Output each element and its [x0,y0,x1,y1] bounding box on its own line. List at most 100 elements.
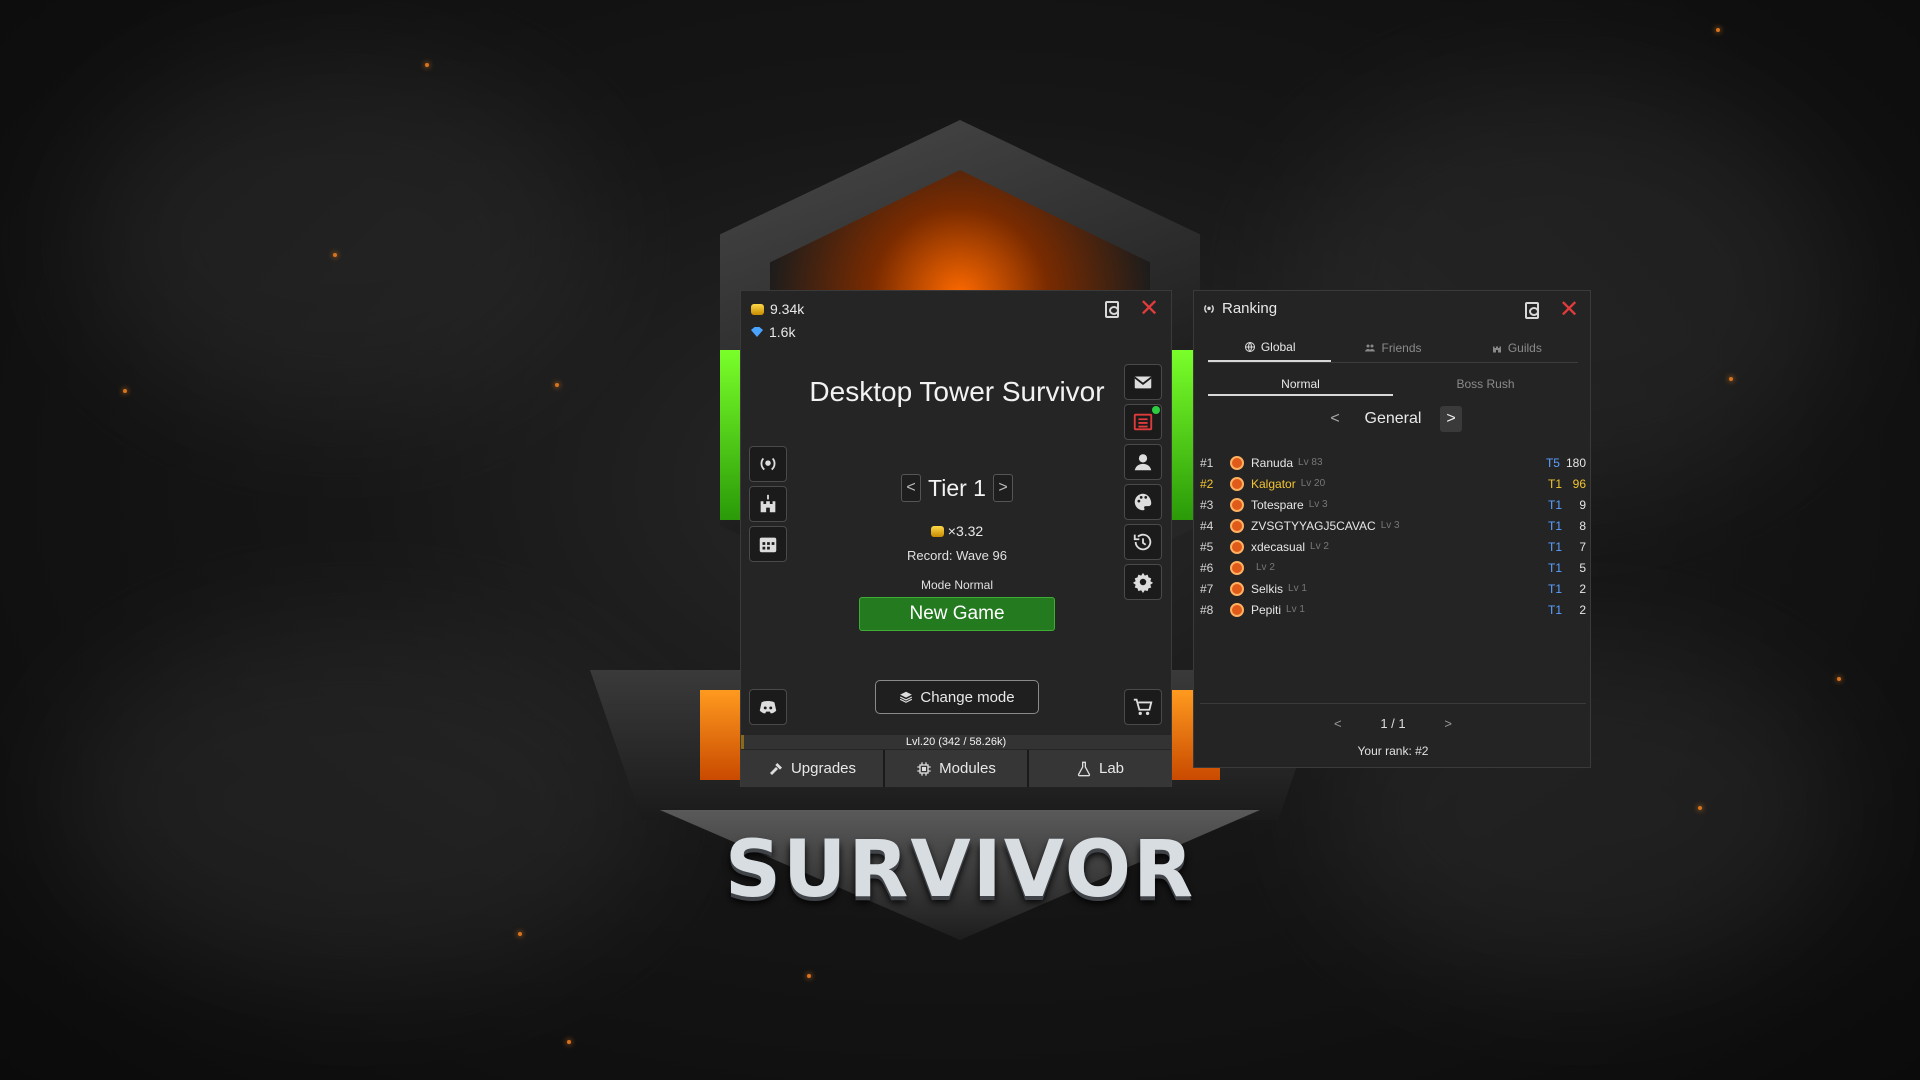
ranking-tabs: Global Friends Guilds [1208,333,1578,363]
table-row[interactable]: #2 Kalgator Lv 20 T1 96 [1200,473,1586,494]
category-prev-button[interactable]: < [1330,410,1340,427]
profile-button[interactable] [1124,444,1162,480]
page-prev-button[interactable]: < [1334,716,1342,731]
nav-lab[interactable]: Lab [1029,750,1171,787]
tab-global[interactable]: Global [1208,333,1332,362]
nav-upgrades[interactable]: Upgrades [741,750,883,787]
player-name: xdecasual [1251,539,1306,554]
ranking-guide-button[interactable] [1522,300,1542,320]
globe-icon [1244,341,1255,352]
level-progress-fill [741,735,744,749]
rank-position: #5 [1200,539,1214,554]
tier-next-button[interactable]: > [992,474,1013,502]
player-level: Lv 3 [1308,499,1328,510]
history-button[interactable] [1124,524,1162,560]
tier-prev-button[interactable]: < [901,474,921,502]
change-mode-button[interactable]: Change mode [875,680,1039,714]
table-row[interactable]: #8 Pepiti Lv 1 T1 2 [1200,599,1586,620]
close-button[interactable]: ✕ [1138,295,1160,322]
rank-position: #8 [1200,602,1214,617]
smoke-cloud [60,620,660,980]
table-row[interactable]: #7 Selkis Lv 1 T1 2 [1200,578,1586,599]
logo-text: SURVIVOR [724,825,1196,915]
castle-button[interactable] [749,486,787,522]
ranking-pager: < 1 / 1 > [1334,716,1452,731]
laurel-icon [760,457,776,471]
player-level: Lv 20 [1300,478,1326,489]
tab-friends[interactable]: Friends [1331,333,1454,362]
shop-button[interactable] [1124,689,1162,725]
subtab-boss-rush[interactable]: Boss Rush [1456,377,1515,391]
player-tier: T1 [1547,476,1562,491]
table-row[interactable]: #1 Ranuda Lv 83 T5 180 [1200,452,1586,473]
player-score: 180 [1565,455,1586,470]
flask-icon [1077,761,1091,776]
smoke-cloud [80,60,600,420]
rank-position: #3 [1200,497,1214,512]
discord-button[interactable] [749,689,787,725]
new-game-button[interactable]: New Game [859,597,1055,631]
player-name: Selkis [1251,581,1284,596]
bottom-nav: Upgrades Modules Lab [741,750,1171,787]
tab-guilds-label: Guilds [1507,340,1542,355]
player-badge-icon [1230,539,1244,554]
table-row[interactable]: #3 Totespare Lv 3 T1 9 [1200,494,1586,515]
ember [1837,677,1841,681]
level-text: Lvl.20 (342 / 58.26k) [905,736,1007,748]
list-icon [1133,413,1153,431]
chip-icon [917,761,931,776]
rank-position: #7 [1200,581,1214,596]
ranking-close-button[interactable]: ✕ [1559,298,1579,322]
player-badge-icon [1230,518,1244,533]
close-icon: ✕ [1138,295,1160,322]
ranking-list: #1 Ranuda Lv 83 T5 180 #2 Kalgator Lv 20… [1200,452,1586,620]
ember [123,389,127,393]
calendar-button[interactable] [749,526,787,562]
user-icon [1134,454,1152,471]
ember [1716,28,1720,32]
tier-selector: < Tier 1 > [901,473,1013,503]
category-selector: < General > [1324,406,1462,432]
book-icon [1105,300,1119,318]
player-badge-icon [1230,560,1244,575]
ranking-title: Ranking [1222,300,1278,317]
skins-button[interactable] [1124,484,1162,520]
level-progress-bar: Lvl.20 (342 / 58.26k) [741,735,1171,749]
nav-lab-label: Lab [1098,760,1125,777]
coin-multiplier: ×3.32 [741,523,1173,539]
player-tier: T1 [1547,560,1562,575]
guide-button[interactable] [1102,299,1122,319]
player-name: Ranuda [1251,455,1294,470]
page-next-button[interactable]: > [1444,716,1452,731]
nav-modules[interactable]: Modules [885,750,1027,787]
ember [333,253,337,257]
tab-friends-label: Friends [1381,340,1422,355]
category-next-button[interactable]: > [1439,406,1462,432]
player-name: Kalgator [1251,476,1296,491]
ember [1729,377,1733,381]
rank-position: #6 [1200,560,1214,575]
ember [1698,806,1702,810]
achievements-button[interactable] [749,446,787,482]
subtab-normal[interactable]: Normal [1208,374,1393,396]
laurel-icon [1204,304,1214,313]
player-score: 7 [1579,539,1586,554]
ember [555,383,559,387]
table-row[interactable]: #4 ZVSGTYYAGJ5CAVAC Lv 3 T1 8 [1200,515,1586,536]
table-row[interactable]: #5 xdecasual Lv 2 T1 7 [1200,536,1586,557]
table-row[interactable]: #6 Lv 2 T1 5 [1200,557,1586,578]
settings-button[interactable] [1124,564,1162,600]
rank-position: #1 [1200,455,1214,470]
ranking-subtabs: Normal Boss Rush [1208,374,1578,396]
player-score: 8 [1579,518,1586,533]
tab-guilds[interactable]: Guilds [1455,333,1578,362]
player-tier: T1 [1547,539,1562,554]
player-badge-icon [1230,497,1244,512]
player-name: Totespare [1251,497,1304,512]
player-level: Lv 2 [1256,562,1275,573]
quests-button[interactable] [1124,404,1162,440]
mail-button[interactable] [1124,364,1162,400]
nav-modules-label: Modules [939,760,996,777]
category-label: General [1364,410,1422,427]
player-tier: T1 [1547,497,1562,512]
